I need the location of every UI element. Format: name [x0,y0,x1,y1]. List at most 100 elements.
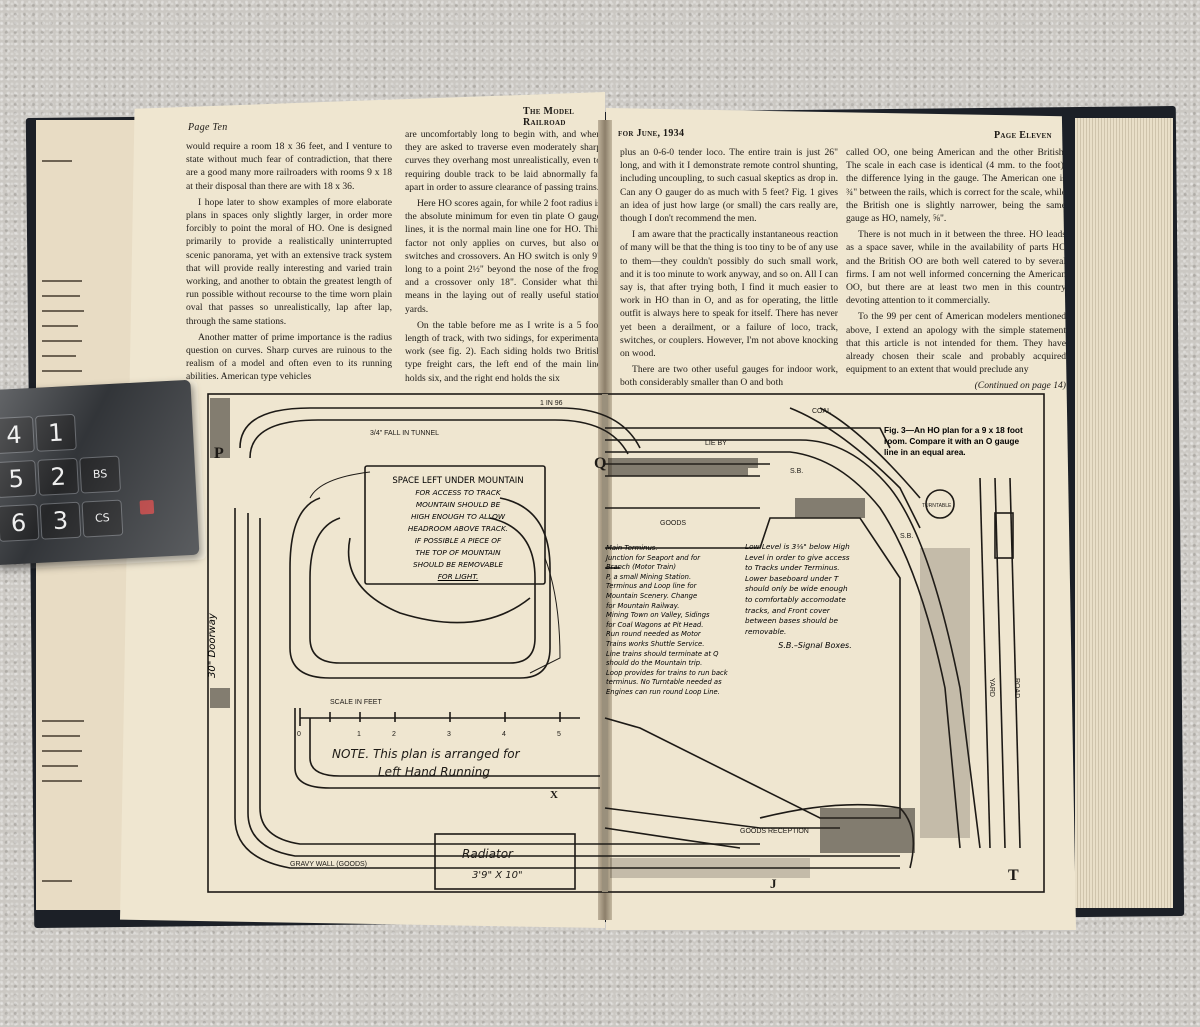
track [289,497,551,679]
page-number: Page Eleven [994,130,1052,141]
note-line: between bases should be [745,616,839,626]
left-column-2: are uncomfortably long to begin with, an… [405,128,601,388]
track [234,508,900,869]
paragraph: Here HO scores again, for while 2 foot r… [405,198,601,315]
right-page: for June, 1934 Page Eleven plus an 0-6-0… [606,108,1076,930]
signal-box-note: S.B.–Signal Boxes. [778,641,852,651]
station-p: P [214,445,224,462]
radiator-box [434,833,576,890]
track [789,407,921,529]
rock-scenery [820,808,915,853]
paragraph: are uncomfortably long to begin with, an… [405,129,601,193]
note-line: Lower baseboard under T [745,573,839,583]
note-line: Junction for Seaport and for [606,553,701,562]
mountain-note: SPACE LEFT UNDER MOUNTAIN FOR ACCESS TO … [372,475,544,583]
note-line: should only be wide enough [745,584,848,594]
paragraph: There are two other useful gauges for in… [620,364,838,389]
note-line: HIGH ENOUGH TO ALLOW [410,512,506,521]
coal-label: COAL [812,408,831,415]
note-line: Level in order to give access [745,552,850,562]
track [1009,477,1021,849]
goods-reception-label: GOODS RECEPTION [740,828,809,835]
track [605,427,891,449]
note-line: Mountain Scenery. Change [606,591,698,600]
plan-note: NOTE. This plan is arranged for [332,747,521,761]
continued-note: (Continued on page 14) [974,380,1066,392]
scale-tick: 2 [392,731,396,738]
scale-tick: 1 [357,731,361,738]
turntable-icon [925,489,955,519]
magazine-title: The Model Railroad [523,106,575,128]
station-j: J [770,876,777,891]
calculator-key: BS [79,455,122,494]
sb-label: S.B. [790,468,803,475]
sticker-icon [139,499,155,515]
scale-tick: 3 [447,731,451,738]
note-line: Line trains should terminate at Q [606,649,719,658]
page-date: for June, 1934 [618,128,685,139]
fall-label: 3/4" FALL IN TUNNEL [370,430,439,437]
note-line: Loop provides for trains to run back [606,668,728,677]
track [605,439,981,849]
note-line: removable. [745,626,787,636]
paragraph: On the table before me as I write is a 5… [405,319,601,384]
track [294,708,600,789]
scale-tick: 0 [297,731,301,738]
sb-label: S.B. [900,533,913,540]
note-line: FOR ACCESS TO TRACK [415,488,501,497]
radiator-label: Radiator [462,847,514,861]
station-q: Q [594,455,606,472]
track [249,419,629,459]
scale-label: SCALE IN FEET [330,699,382,706]
paragraph: I hope later to show examples of more el… [186,196,392,327]
track [979,477,991,849]
track [309,517,536,664]
note-line: Run round needed as Motor [606,630,701,639]
note-line: HEADROOM ABOVE TRACK. [407,524,509,533]
platform-hatch [608,458,758,468]
paragraph: Another matter of prime importance is th… [186,331,392,383]
baseboard-outline [604,517,901,819]
track [994,477,1006,849]
note-line: SHOULD BE REMOVABLE [412,560,504,569]
note-line: to Tracks under Terminus. [745,563,840,573]
calculator-key: 4 [0,416,35,455]
calculator-key: 2 [37,457,80,496]
rock-scenery [795,498,865,518]
note-line: P, a small Mining Station. [606,572,692,581]
gravy-wall-label: GRAVY WALL (GOODS) [290,861,367,868]
note-line: Terminus and Loop line for [606,582,697,591]
mountain-note-title: SPACE LEFT UNDER MOUNTAIN [392,476,524,486]
turntable-label: TURNTABLE [922,503,952,509]
radiator-size: 3'9" X 10" [472,870,523,881]
note-line: IF POSSIBLE A PIECE OF [414,536,502,545]
track [605,451,961,849]
track [239,407,641,449]
note-line: terminus. No Turntable needed as [606,678,722,687]
paragraph: I am aware that the practically instanta… [620,229,838,360]
left-column-1: would require a room 18 x 36 feet, and I… [186,140,392,387]
note-line: MOUNTAIN SHOULD BE [415,500,501,509]
note-line: Branch (Motor Train) [606,563,677,572]
goods-label: GOODS [660,520,686,527]
calculator-key: 5 [0,459,38,499]
track-plan-figure: 3/4" FALL IN TUNNEL 1 IN 96 SCALE IN FEE… [207,393,1045,893]
paragraph: To the 99 per cent of American modelers … [846,311,1066,376]
page-header: Page Ten [188,122,228,133]
note-line: for Mountain Railway. [606,601,680,610]
track [604,807,840,829]
note-line: FOR LIGHT. [437,572,479,581]
note-line: tracks, and Front cover [745,605,830,615]
yard-label: YARD [988,678,995,697]
track [247,513,900,857]
paragraph: would require a room 18 x 36 feet, and I… [186,141,392,192]
note-line: Mining Town on Valley, Sidings [606,611,710,620]
track [309,718,600,777]
scale-tick: 5 [557,731,561,738]
note-line: Low Level is 3⅛" below High [745,542,850,551]
track [604,827,741,849]
calculator: 4 1 5 2 BS 6 3 CS [0,379,200,566]
page-edges [1075,118,1173,908]
note-line: should do the Mountain trip. [606,659,703,668]
calculator-key: 3 [39,501,82,540]
